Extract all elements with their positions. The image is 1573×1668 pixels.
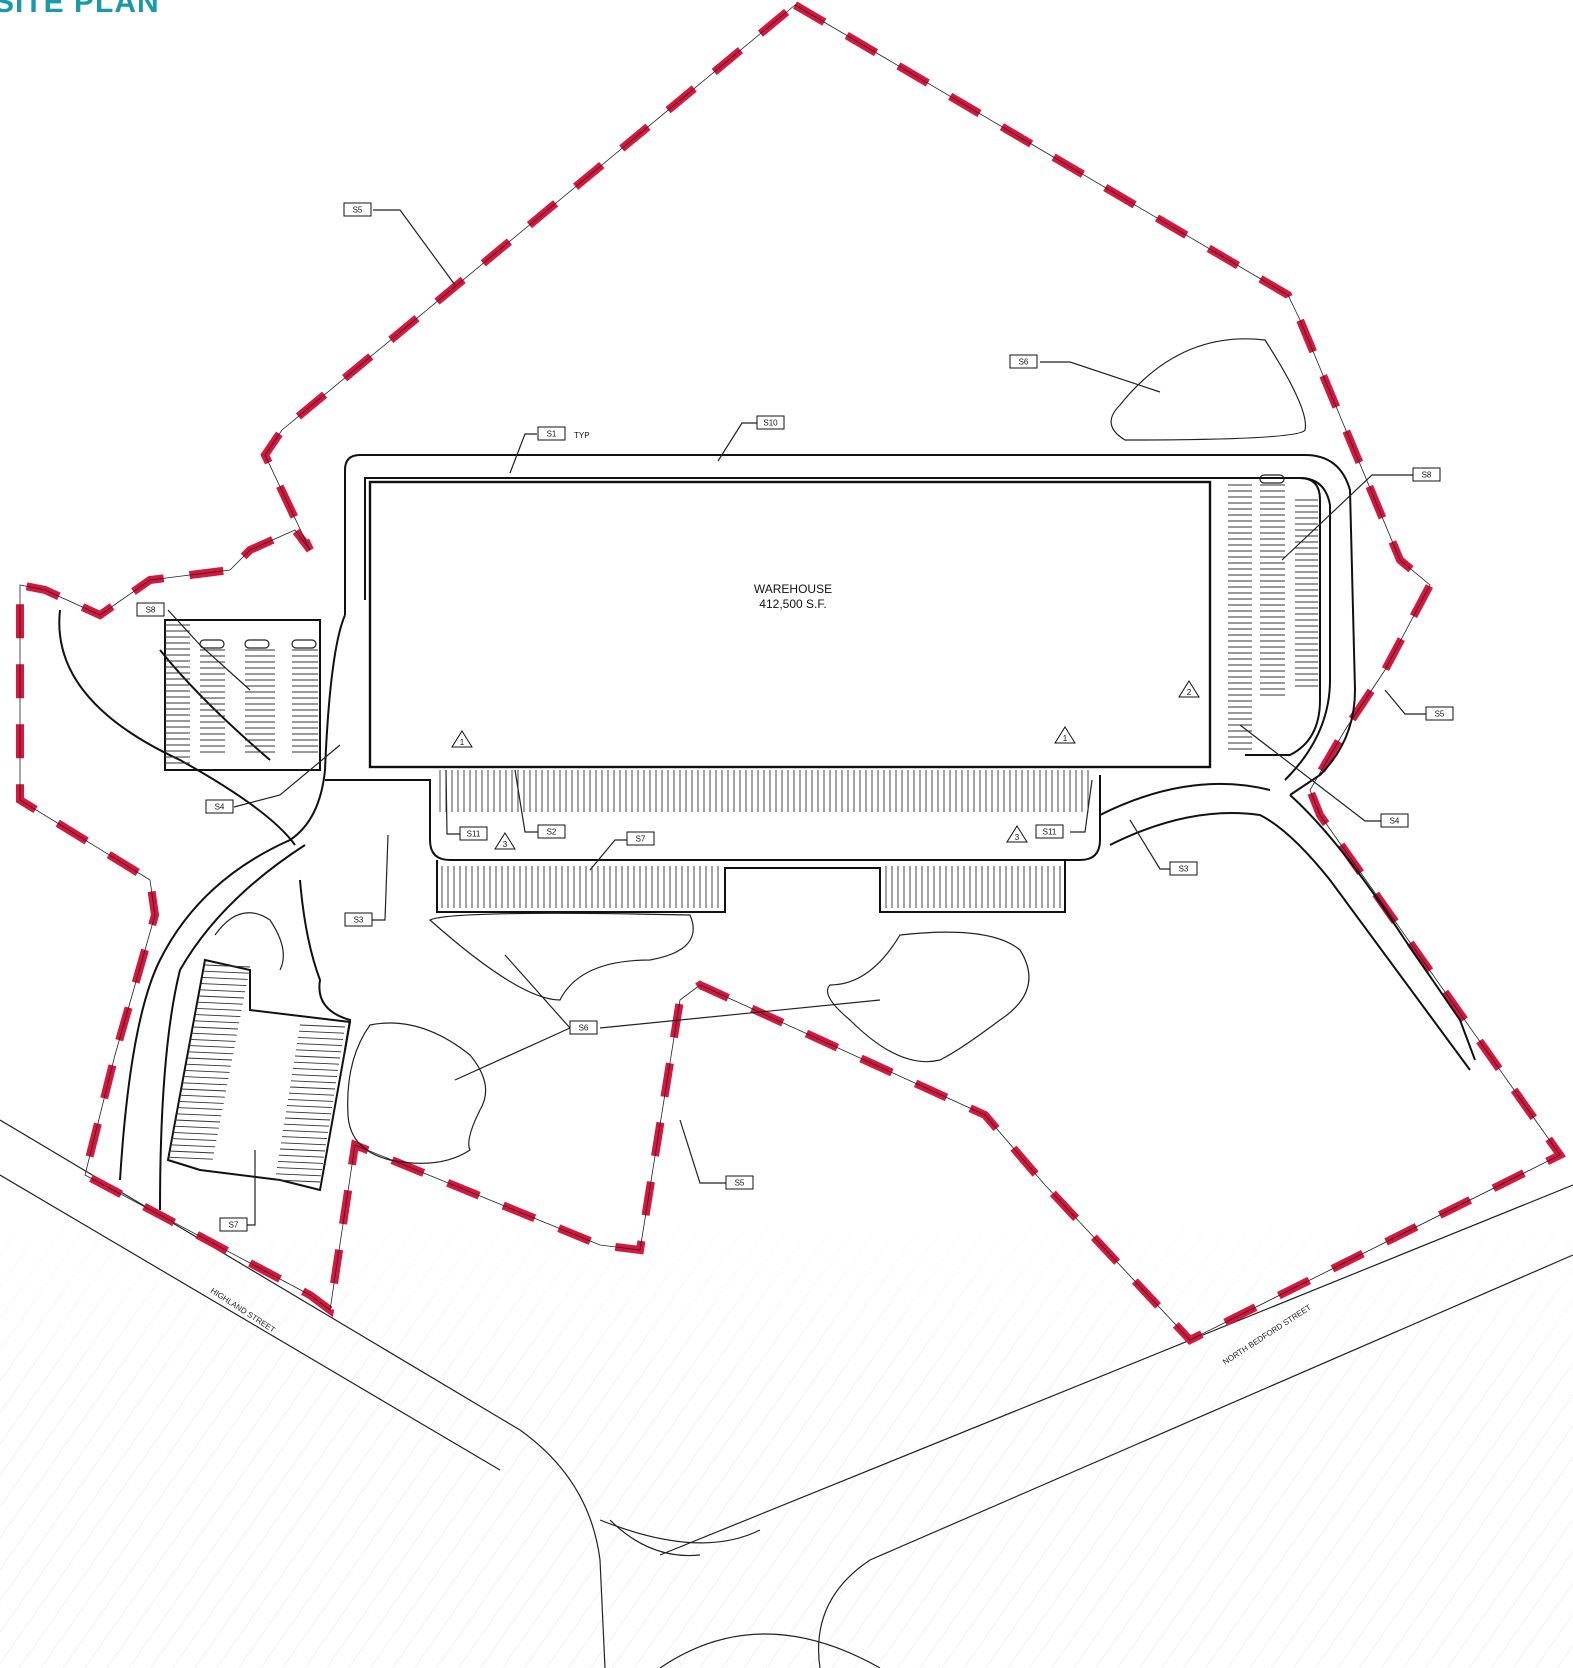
callout-label: S8 [146, 606, 156, 615]
drive-aisles [58, 454, 1476, 1211]
callout-label: S1 [547, 430, 557, 439]
marker-t3-e: 3 [1006, 825, 1028, 843]
callout-s6-ne: S6 [1009, 354, 1038, 369]
callout-label: S5 [735, 1179, 745, 1188]
callout-label: S11 [467, 830, 481, 839]
callout-s4-w: S4 [205, 799, 234, 814]
marker-label: 2 [1187, 688, 1192, 697]
callout-s6-c: S6 [569, 1020, 598, 1035]
callout-label: S10 [763, 419, 778, 428]
callout-s10: S10 [756, 415, 785, 430]
callout-s7-sw: S7 [219, 1217, 248, 1232]
south-parking [436, 860, 1066, 913]
marker-t3-w: 3 [494, 832, 516, 850]
east-parking-lot [1225, 474, 1321, 756]
callout-s4-e: S4 [1380, 813, 1409, 828]
marker-t2: 2 [1178, 680, 1200, 698]
callout-label: S4 [215, 803, 225, 812]
warehouse-footprint [368, 480, 1212, 769]
callout-s7-c: S7 [626, 831, 655, 846]
marker-label: 3 [1015, 833, 1020, 842]
callout-s11-w: S11 [459, 826, 488, 841]
typ-note: TYP [574, 431, 590, 440]
streets [0, 1119, 1573, 1668]
callout-label: S11 [1043, 828, 1057, 837]
callout-label: S7 [229, 1221, 239, 1230]
callout-s8-e: S8 [1412, 467, 1441, 482]
loading-docks [439, 770, 1089, 812]
callout-label: S3 [1179, 865, 1189, 874]
callout-s2: S2 [537, 824, 566, 839]
callout-label: S6 [1019, 358, 1029, 367]
callout-s5-nw: S5 [343, 202, 372, 217]
callout-label: S7 [636, 835, 646, 844]
callout-label: S2 [547, 828, 557, 837]
callout-label: S4 [1390, 817, 1400, 826]
warehouse-area: 412,500 S.F. [759, 597, 826, 611]
leader-lines [167, 209, 1426, 1226]
west-parking-lot [164, 619, 321, 771]
triangle-markers: 1 1 2 3 3 [451, 680, 1200, 850]
callout-label: S3 [354, 916, 364, 925]
callout-s5-e: S5 [1425, 706, 1454, 721]
marker-t1-e: 1 [1054, 726, 1076, 744]
southwest-parking-lot [166, 912, 352, 1192]
page-title: SITE PLAN [0, 0, 160, 19]
marker-label: 3 [503, 840, 508, 849]
marker-label: 1 [460, 738, 465, 747]
callout-label: S5 [353, 206, 363, 215]
callout-s1: S1 [537, 426, 566, 441]
callout-s3-w: S3 [344, 912, 373, 927]
callout-label: S6 [579, 1024, 589, 1033]
warehouse-name: WAREHOUSE [754, 582, 832, 596]
callout-s8-w: S8 [136, 602, 165, 617]
callout-label: S8 [1422, 471, 1432, 480]
detention-areas [347, 338, 1307, 1164]
marker-label: 1 [1063, 734, 1068, 743]
callout-s3-e: S3 [1169, 861, 1198, 876]
marker-t1-w: 1 [451, 730, 473, 748]
callout-s11-e: S11 [1035, 824, 1064, 839]
callout-label: S5 [1435, 710, 1445, 719]
callout-s5-s: S5 [725, 1175, 754, 1190]
